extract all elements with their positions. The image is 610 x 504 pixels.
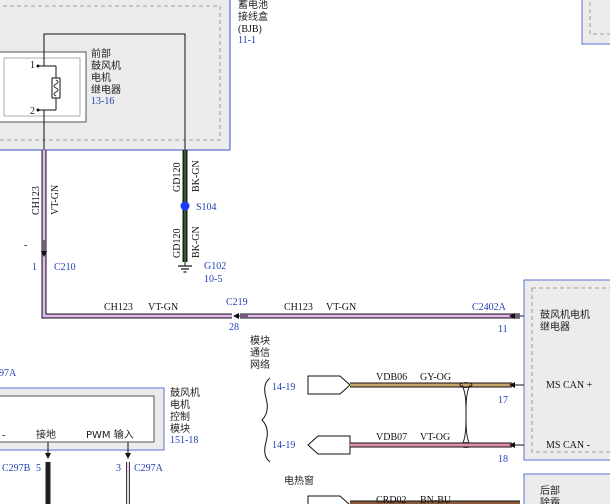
blower-module-line1: 鼓风机 <box>170 386 200 399</box>
crd02-color: BN-BU <box>420 495 452 504</box>
ground-ref: 10-5 <box>204 274 222 285</box>
c297a-name: C297A <box>134 463 164 474</box>
relay-name-line1: 前部 <box>91 47 111 60</box>
c210-name: C210 <box>54 262 76 273</box>
relay-pin1: 1 <box>30 60 35 71</box>
relay-coil-icon <box>36 64 61 112</box>
ch123-horizontal-color-left: VT-GN <box>148 302 178 313</box>
splice-s104 <box>180 201 190 211</box>
relay-name-line2: 鼓风机 <box>91 59 121 72</box>
blower-module-line4: 模块 <box>170 423 190 435</box>
signal-ms-can-minus: MS CAN - <box>546 440 590 451</box>
ch123-vertical-color: VT-GN <box>50 185 61 215</box>
heated-window-label: 电热窗 <box>284 474 314 487</box>
relay-box <box>0 51 87 123</box>
ch123-horizontal-circuit-right: CH123 <box>284 302 313 313</box>
vdb07-connector-icon <box>307 435 351 455</box>
left-frag-label: 297A <box>0 368 17 379</box>
ch123-horizontal-circuit-left: CH123 <box>104 302 133 313</box>
bjb-abbr: (BJB) <box>238 24 262 35</box>
rear-bottom-line1: 后部 <box>540 484 560 497</box>
blower-module-line2: 电机 <box>170 398 190 411</box>
gd120-upper-color: BK-GN <box>191 160 202 192</box>
bjb-name-line2: 接线盒 <box>238 10 268 23</box>
vdb06-pin: 17 <box>498 395 508 406</box>
relay-inner <box>3 57 81 117</box>
network-line1: 模块 <box>250 335 270 347</box>
relay-pin2: 2 <box>30 106 35 117</box>
blower-module-line3: 控制 <box>170 410 190 423</box>
c297b-name: C297B <box>2 463 31 474</box>
rear-bottom-line2: 除霜 <box>540 496 560 504</box>
c219-pin: 28 <box>229 322 239 333</box>
network-line3: 网络 <box>250 358 270 371</box>
rear-relay-line1: 鼓风机电机 <box>540 308 590 321</box>
module-pwm-label: PWM 输入 <box>86 428 134 441</box>
c2402a-name: C2402A <box>472 302 507 313</box>
network-brace <box>261 377 271 463</box>
network-line2: 通信 <box>250 347 270 359</box>
blower-module-inner <box>0 395 155 443</box>
c210-pin: 1 <box>32 262 37 273</box>
c297a-pin: 3 <box>116 463 121 474</box>
relay-name-line4: 继电器 <box>91 83 121 96</box>
wire-ch123 <box>41 150 520 319</box>
vdb07-color: VT-OG <box>420 432 450 443</box>
vdb07-ref: 14-19 <box>272 440 295 451</box>
rear-relay-box <box>523 279 610 461</box>
ground-name: G102 <box>204 261 226 272</box>
vdb06-connector-icon <box>307 375 351 395</box>
ch123-horizontal-color-right: VT-GN <box>326 302 356 313</box>
vdb06-circuit: VDB06 <box>376 372 407 383</box>
module-left-mark: - <box>2 430 5 441</box>
gd120-lower-color: BK-GN <box>191 226 202 258</box>
bjb-inner-box <box>0 5 221 141</box>
rear-bottom-box <box>523 473 610 504</box>
crd02-circuit: CRD02 <box>376 495 407 504</box>
right-top-box <box>581 0 610 45</box>
gd120-upper-circuit: GD120 <box>172 163 183 192</box>
twisted-pair-icon <box>459 382 473 448</box>
dash-mark: - <box>24 240 27 251</box>
c219-name: C219 <box>226 297 248 308</box>
relay-name-line3: 电机 <box>91 71 111 84</box>
vdb07-pin: 18 <box>498 454 508 465</box>
splice-name: S104 <box>196 202 217 213</box>
vdb06-color: GY-OG <box>420 372 451 383</box>
bjb-name-line1: 蓄电池 <box>238 0 268 11</box>
vdb06-ref: 14-19 <box>272 382 295 393</box>
rear-relay-line2: 继电器 <box>540 320 570 333</box>
gd120-lower-circuit: GD120 <box>172 229 183 258</box>
module-ground-label: 接地 <box>36 428 56 441</box>
crd02-connector-icon <box>307 495 350 504</box>
ground-icon <box>178 262 192 273</box>
bjb-ref: 11-1 <box>238 35 256 46</box>
relay-ref: 13-16 <box>91 96 114 107</box>
blower-module-ref: 151-18 <box>170 435 198 446</box>
c2402a-pin: 11 <box>498 324 508 335</box>
rear-relay-inner <box>531 287 610 453</box>
vdb07-circuit: VDB07 <box>376 432 407 443</box>
signal-ms-can-plus: MS CAN + <box>546 380 593 391</box>
c297b-pin: 5 <box>36 463 41 474</box>
ch123-vertical-circuit: CH123 <box>31 186 42 215</box>
bjb-internal-wire <box>43 33 186 150</box>
